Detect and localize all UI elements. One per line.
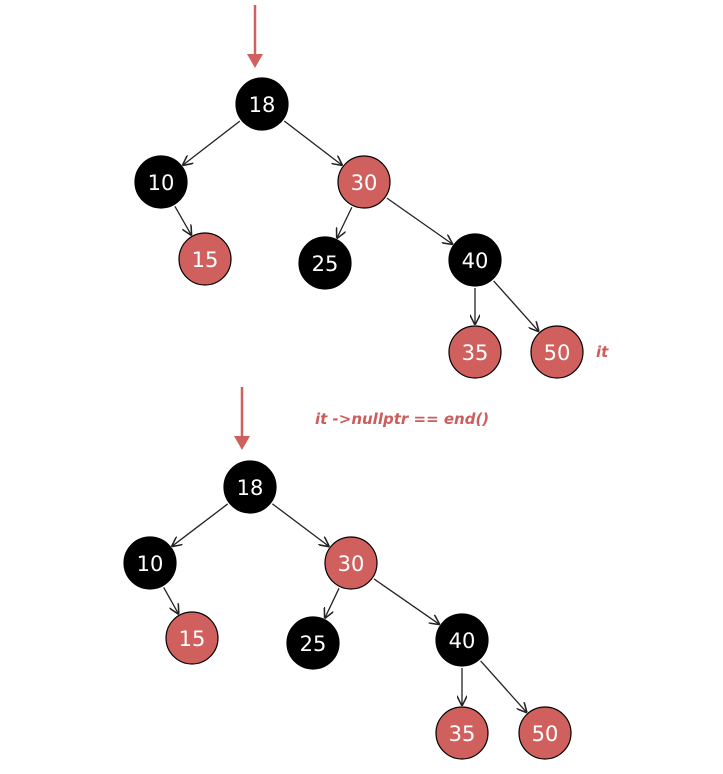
tree-node-40: 40 xyxy=(435,613,489,667)
tree-node-30: 30 xyxy=(337,155,391,209)
edge-n10-n15 xyxy=(174,205,191,234)
tree-after: 18 10 30 15 25 40 35 50 it ->nullptr == end() xyxy=(123,387,572,760)
tree-node-25: 25 xyxy=(298,236,352,290)
edge-n30-n40 xyxy=(373,578,439,624)
edge-n30-n25 xyxy=(337,206,353,238)
tree-node-50: 50 xyxy=(530,325,584,379)
tree-node-18: 18 xyxy=(223,460,277,514)
node-circle-red xyxy=(435,706,489,760)
edge-n18-n10 xyxy=(183,120,241,165)
tree-node-30: 30 xyxy=(324,536,378,590)
node-circle-black xyxy=(235,77,289,131)
node-circle-red xyxy=(165,611,219,665)
node-circle-red xyxy=(448,325,502,379)
node-label: 15 xyxy=(192,248,219,272)
node-label: 40 xyxy=(449,629,476,653)
node-circle-red xyxy=(518,706,572,760)
node-circle-black xyxy=(435,613,489,667)
tree-node-10: 10 xyxy=(134,155,188,209)
node-label: 40 xyxy=(462,249,489,273)
root-pointer-arrow xyxy=(247,5,263,68)
node-label: 50 xyxy=(532,722,559,746)
node-circle-black xyxy=(298,236,352,290)
node-label: 50 xyxy=(544,341,571,365)
node-label: 15 xyxy=(179,627,206,651)
node-label: 18 xyxy=(249,93,276,117)
node-circle-black xyxy=(448,233,502,287)
iterator-annotation: it ->nullptr == end() xyxy=(315,410,489,428)
node-circle-black xyxy=(223,460,277,514)
edge-n18-n30 xyxy=(283,120,342,165)
tree-node-10: 10 xyxy=(123,536,177,590)
tree-node-15: 15 xyxy=(165,611,219,665)
edge-n40-n50 xyxy=(480,660,527,712)
iterator-annotation: it xyxy=(596,343,609,361)
tree-node-40: 40 xyxy=(448,233,502,287)
tree-before: 18 10 30 15 25 40 35 50 it xyxy=(134,5,609,379)
node-circle-black xyxy=(134,155,188,209)
node-label: 18 xyxy=(237,476,264,500)
node-circle-red xyxy=(178,232,232,286)
edge-n30-n40 xyxy=(386,197,452,244)
tree-node-18: 18 xyxy=(235,77,289,131)
node-label: 35 xyxy=(449,722,476,746)
tree-node-25: 25 xyxy=(286,616,340,670)
tree-node-15: 15 xyxy=(178,232,232,286)
node-label: 25 xyxy=(312,252,339,276)
tree-node-35: 35 xyxy=(448,325,502,379)
edge-n10-n15 xyxy=(163,587,179,613)
node-label: 10 xyxy=(148,171,175,195)
edge-n40-n50 xyxy=(493,280,539,331)
node-circle-red xyxy=(530,325,584,379)
node-label: 25 xyxy=(300,632,327,656)
node-circle-red xyxy=(324,536,378,590)
tree-node-50: 50 xyxy=(518,706,572,760)
edge-n18-n30 xyxy=(271,503,328,546)
node-label: 30 xyxy=(338,552,365,576)
node-circle-black xyxy=(286,616,340,670)
node-label: 10 xyxy=(137,552,164,576)
edge-n30-n25 xyxy=(325,588,340,617)
node-label: 35 xyxy=(462,341,489,365)
node-circle-black xyxy=(123,536,177,590)
node-circle-red xyxy=(337,155,391,209)
root-pointer-arrow xyxy=(234,387,250,450)
edge-n18-n10 xyxy=(172,503,229,546)
node-label: 30 xyxy=(351,171,378,195)
tree-node-35: 35 xyxy=(435,706,489,760)
